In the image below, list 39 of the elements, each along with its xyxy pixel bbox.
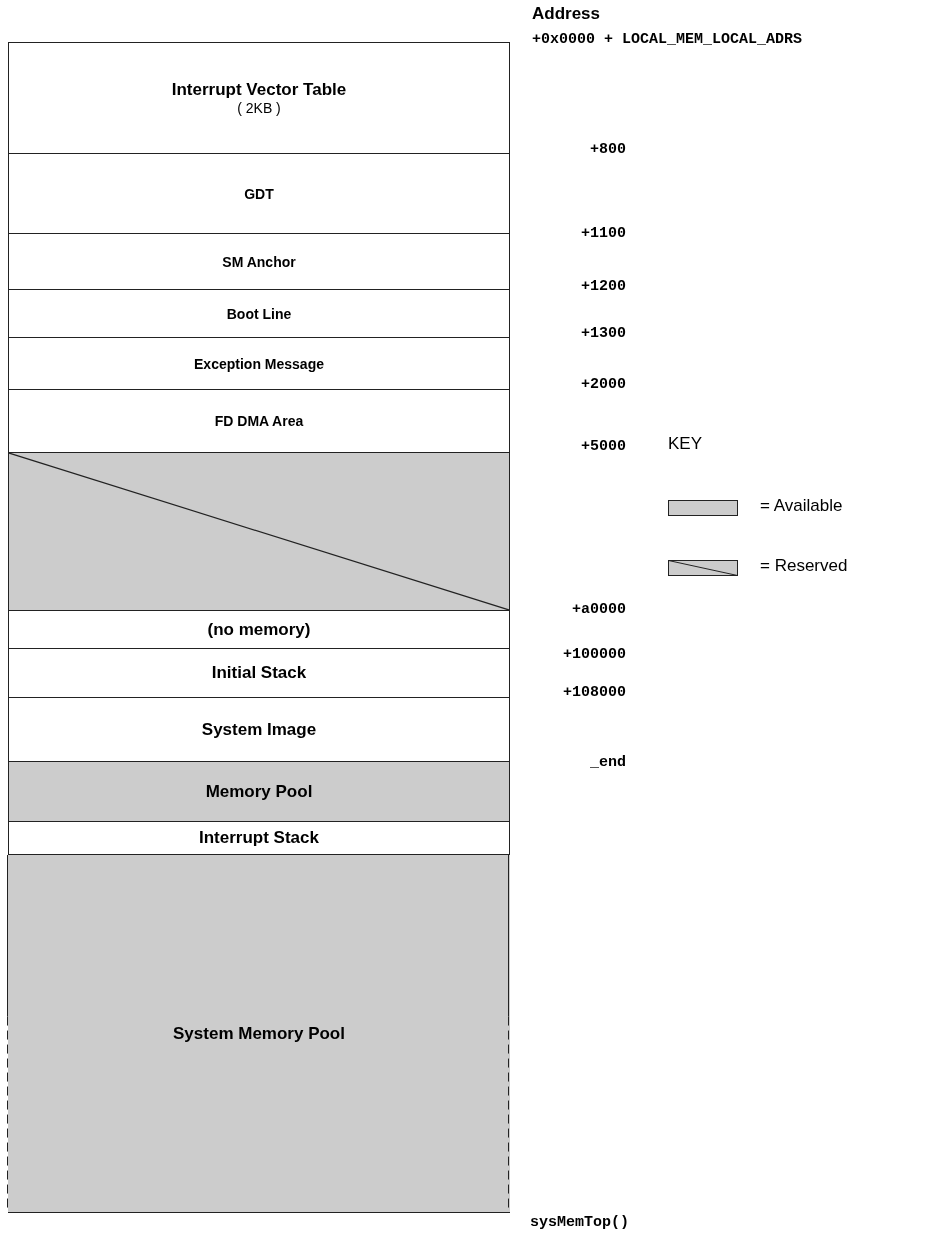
- region-label: SM Anchor: [222, 253, 296, 270]
- address-label: +1100: [581, 225, 626, 242]
- memory-region: [8, 648, 510, 698]
- address-label: +5000: [581, 438, 626, 455]
- memory-region-filled: [8, 854, 510, 1213]
- address-label: +108000: [563, 684, 626, 701]
- region-label: GDT: [244, 185, 274, 202]
- region-label: Interrupt Stack: [199, 828, 319, 848]
- address-label: +100000: [563, 646, 626, 663]
- memory-region: [8, 153, 510, 234]
- address-label: +2000: [581, 376, 626, 393]
- memory-region-filled: [8, 452, 510, 611]
- region-label: FD DMA Area: [214, 413, 304, 429]
- region-label: Initial Stack: [211, 663, 307, 683]
- region-label: Memory Pool: [205, 781, 313, 802]
- memory-region: [8, 289, 510, 338]
- region-label: (no memory): [207, 619, 311, 640]
- memory-region: [8, 233, 510, 290]
- memory-region: [8, 337, 510, 390]
- region-label: System Memory Pool: [173, 1023, 345, 1044]
- memory-region-filled: [8, 761, 510, 822]
- column-heading: Address: [532, 4, 601, 24]
- memory-region: [8, 610, 510, 649]
- region-label: Boot Line: [226, 305, 292, 322]
- memory-region: [8, 42, 510, 154]
- address-label: _end: [590, 754, 626, 771]
- address-label: +0x0000 + LOCAL_MEM_LOCAL_ADRS: [532, 31, 803, 48]
- region-label: System Image: [201, 719, 317, 740]
- region-label: Interrupt Vector Table: [171, 80, 347, 100]
- key-heading: KEY: [668, 434, 703, 454]
- region-label: Exception Message: [194, 355, 324, 372]
- legend-label: = Available: [760, 496, 843, 516]
- address-label: sysMemTop(): [530, 1214, 630, 1231]
- address-label: +1200: [581, 278, 626, 295]
- address-label: +1300: [581, 325, 626, 342]
- address-label: +a0000: [572, 601, 626, 618]
- legend-label: = Reserved: [760, 556, 848, 576]
- address-label: +800: [590, 141, 626, 158]
- size-note: ( 2KB ): [237, 100, 281, 116]
